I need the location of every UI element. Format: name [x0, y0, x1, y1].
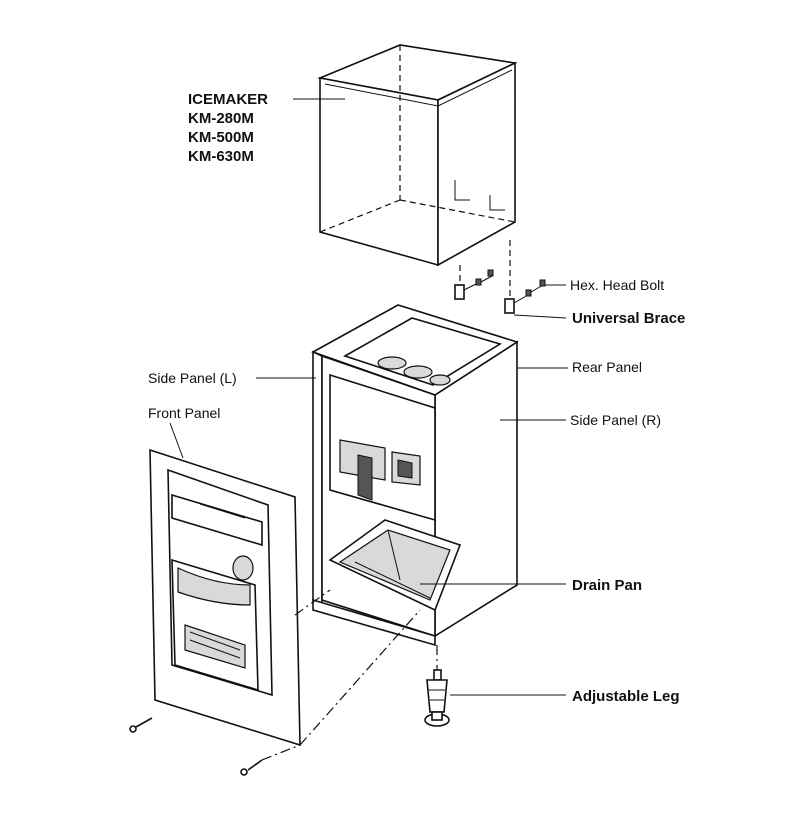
label-adjustable-leg: Adjustable Leg	[572, 688, 680, 705]
callout-front-panel: Front Panel	[148, 405, 220, 459]
title-line-4: KM-630M	[188, 148, 254, 165]
callout-drain-pan: Drain Pan	[420, 577, 642, 594]
callout-side-panel-r: Side Panel (R)	[500, 412, 661, 428]
screw-icon	[129, 717, 153, 733]
callout-hex-head-bolt: Hex. Head Bolt	[545, 277, 664, 293]
label-side-panel-r: Side Panel (R)	[570, 412, 661, 428]
icemaker-title: ICEMAKER KM-280M KM-500M KM-630M	[188, 91, 345, 165]
icemaker-box	[317, 44, 518, 267]
title-line-3: KM-500M	[188, 129, 254, 146]
label-drain-pan: Drain Pan	[572, 577, 642, 594]
title-line-2: KM-280M	[188, 110, 254, 127]
storage-bin-cabinet	[311, 304, 519, 647]
callout-side-panel-l: Side Panel (L)	[148, 370, 316, 386]
callout-rear-panel: Rear Panel	[517, 359, 642, 375]
title-line-1: ICEMAKER	[188, 91, 268, 108]
adjustable-leg	[424, 645, 450, 727]
label-front-panel: Front Panel	[148, 405, 220, 421]
callout-universal-brace: Universal Brace	[513, 310, 685, 327]
label-hex-head-bolt: Hex. Head Bolt	[570, 277, 664, 293]
label-rear-panel: Rear Panel	[572, 359, 642, 375]
label-universal-brace: Universal Brace	[572, 310, 685, 327]
callout-adjustable-leg: Adjustable Leg	[450, 688, 680, 705]
front-panel	[129, 448, 421, 776]
screw-icon	[240, 759, 263, 776]
universal-brace-parts	[454, 240, 546, 314]
label-side-panel-l: Side Panel (L)	[148, 370, 237, 386]
